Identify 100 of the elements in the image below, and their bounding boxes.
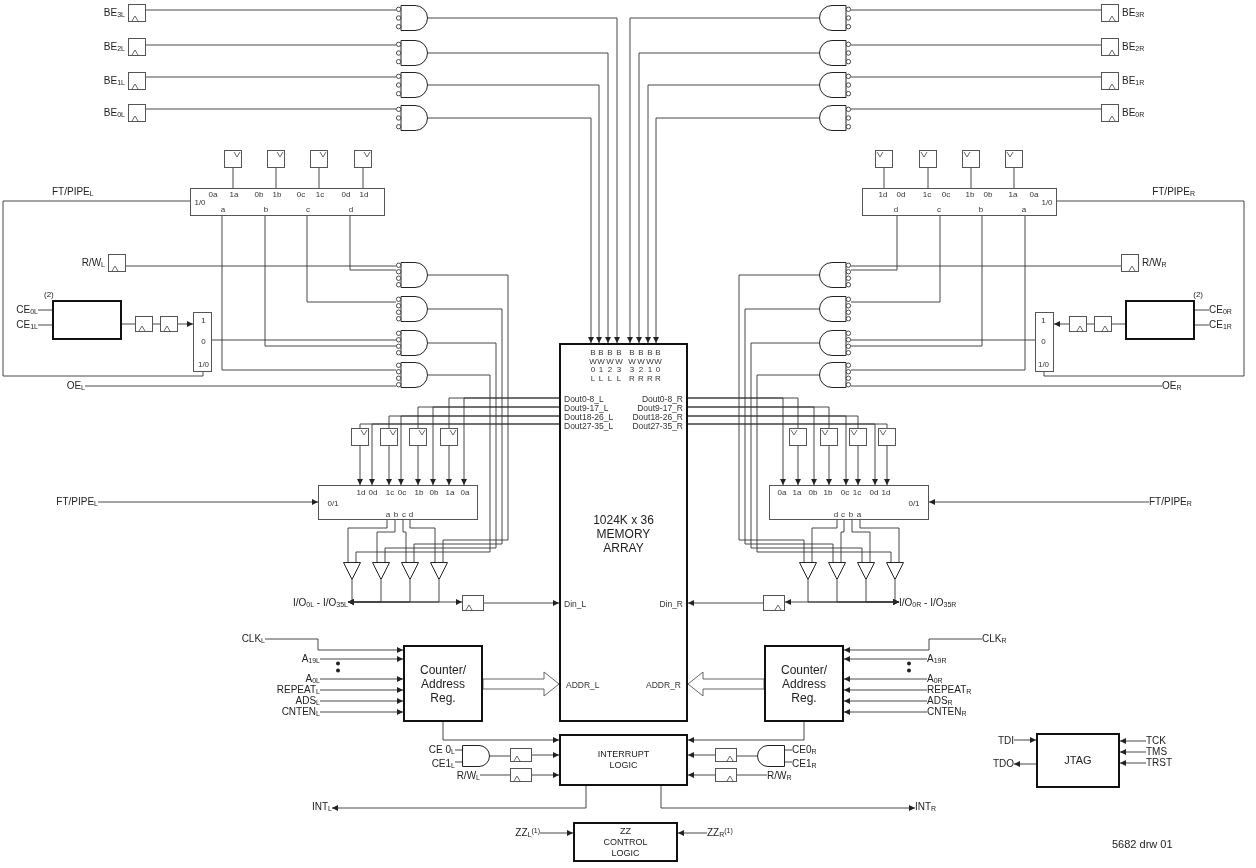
register-box [820,428,838,446]
pin-label: a [220,205,226,214]
and-gate [819,330,851,356]
signal-line [850,108,1102,110]
block-label: INTERRUPT LOGIC [596,749,651,771]
multiplexer-box [318,485,478,520]
register-box [1101,72,1119,90]
signal-line [850,339,1036,341]
pin-label: 1/0 [1041,198,1053,207]
signal-line [1043,200,1245,377]
pin-label: c [306,205,310,214]
pin-label: 0b [429,488,439,497]
pin-label: 0c [941,190,951,199]
pin-label: Dout18-26_R [632,413,683,422]
signal-line [362,167,364,189]
register-box [135,316,153,332]
register-box [875,150,893,168]
signal-line [211,339,397,341]
pin-label: c [402,510,406,519]
signal-line [221,215,397,371]
and-gate [757,745,785,767]
signal-line [402,519,407,563]
pin-label: Dout18-26_L [564,413,614,422]
pin-label: BW2R [637,349,645,383]
pin-label: 0d [896,190,906,199]
signal-label: TMS [1146,746,1178,757]
signal-line [736,755,758,757]
tristate-buffer [857,562,875,580]
register-box [128,38,146,56]
signal-line [1111,323,1126,325]
pin-label: b [393,510,399,519]
signal-line [454,749,463,751]
pin-label: 1c [315,190,325,199]
signal-line [850,215,983,347]
signal-line [125,265,397,267]
pin-label: 1a [792,488,802,497]
pin-label: Dout27-35_L [564,422,614,431]
and-gate [819,362,851,388]
pin-label: 0c [840,488,850,497]
pin-label: BW2L [606,349,614,383]
signal-line [738,274,820,563]
signal-line [850,265,1122,267]
signal-line [37,324,53,326]
signal-line [687,397,799,429]
register-box [1121,254,1139,272]
signal-label: TDO [984,758,1014,769]
register-box [715,768,737,782]
tristate-buffer [799,562,817,580]
pin-label: 1c [922,190,932,199]
signal-line [850,215,941,303]
and-gate [396,40,428,66]
signal-line [1086,323,1095,325]
signal-line [318,167,320,189]
logic-block [764,645,844,722]
register-box [1101,38,1119,56]
logic-block [573,822,678,862]
pin-label: 0b [808,488,818,497]
and-gate [396,296,428,322]
register-box [224,150,242,168]
pin-label: 0c [296,190,306,199]
pin-label: c [937,205,941,214]
signal-line [349,215,397,271]
signal-label: TCK [1146,735,1178,746]
signal-line [784,749,793,751]
register-box [1101,4,1119,22]
pin-label: Dout9-17_L [564,404,609,413]
register-box [128,104,146,122]
pin-label: Din_L [564,600,587,609]
register-box [128,4,146,22]
signal-line [850,9,1102,11]
pin-label: 0d [869,488,879,497]
signal-line [448,397,560,429]
and-gate [819,72,851,98]
and-gate [396,72,428,98]
register-box [409,428,427,446]
signal-line [306,215,397,303]
tristate-buffer [343,562,361,580]
pin-label: Dout0-8_L [564,395,604,404]
signal-line [145,44,397,46]
block-label: Counter/ Address Reg. [780,662,828,705]
register-box [1094,316,1112,332]
signal-line [275,167,277,189]
signal-line [850,215,898,271]
signal-line [427,274,509,563]
and-gate [396,330,428,356]
signal-line [145,76,397,78]
signal-line [355,374,491,563]
pin-label: 0 [201,337,206,346]
pin-label: b [848,510,854,519]
register-box [462,595,484,611]
pin-label: 1b [272,190,282,199]
tristate-buffer [401,562,419,580]
register-box [510,768,532,782]
block-label: Counter/ Address Reg. [419,662,467,705]
signal-line [811,519,838,563]
signal-line [687,415,859,429]
pin-label: b [978,205,984,214]
signal-line [750,342,863,563]
pin-label: 1b [414,488,424,497]
register-box [878,428,896,446]
